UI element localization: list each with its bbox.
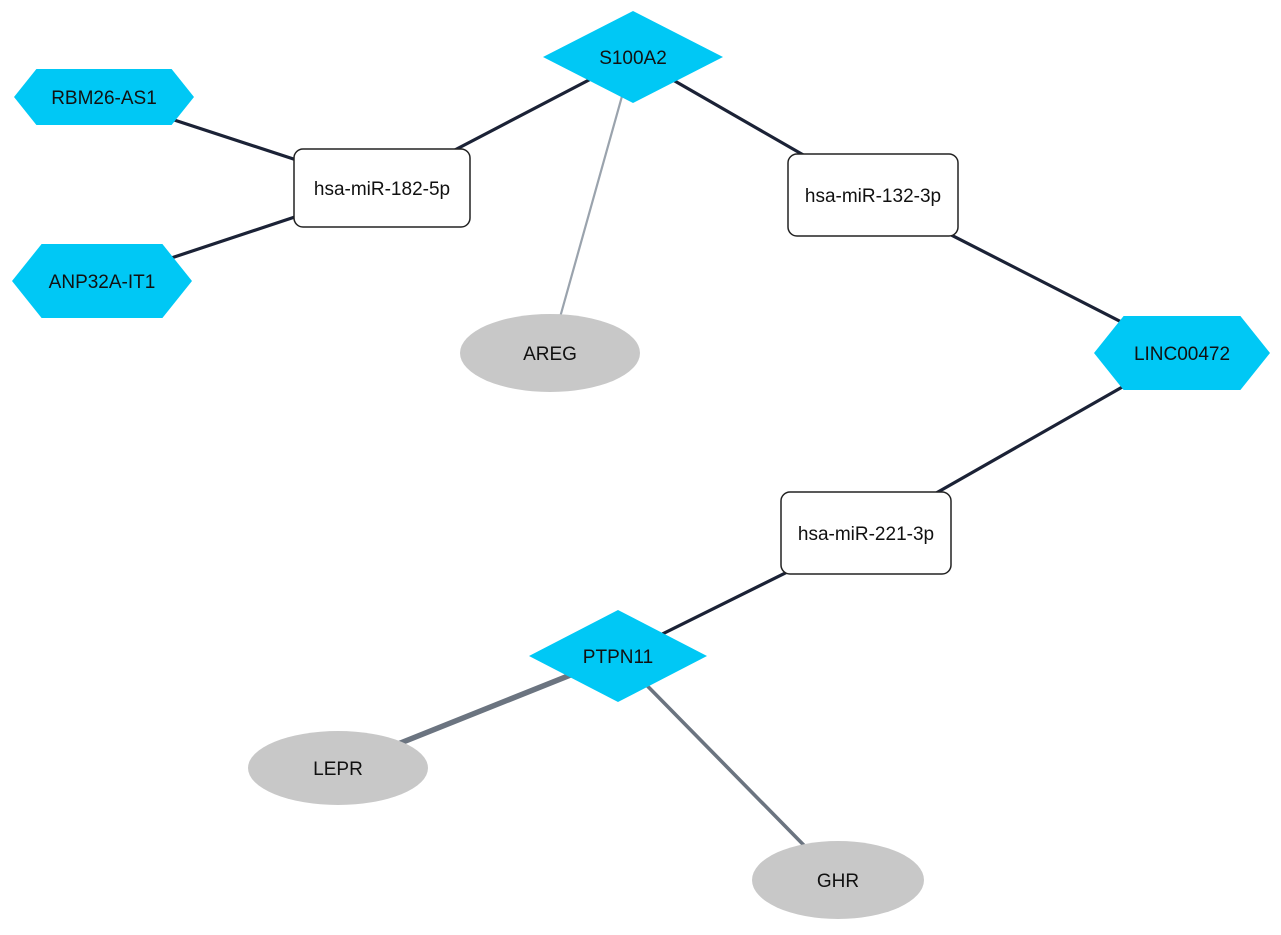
node-label: GHR — [817, 871, 859, 892]
node-ghr[interactable]: GHR — [752, 841, 924, 919]
node-mir132[interactable]: hsa-miR-132-3p — [787, 153, 959, 237]
node-mir221[interactable]: hsa-miR-221-3p — [780, 491, 952, 575]
node-label: hsa-miR-132-3p — [805, 186, 941, 207]
diamond-node-shape — [529, 610, 707, 702]
gene-node-shape — [752, 841, 924, 919]
edge-s100a2-areg — [548, 55, 635, 355]
mirna-node-shape — [787, 153, 959, 237]
node-mir182[interactable]: hsa-miR-182-5p — [293, 148, 471, 228]
node-anp32a[interactable]: ANP32A-IT1 — [12, 244, 192, 318]
node-label: RBM26-AS1 — [51, 88, 157, 109]
hexagon-node-shape — [14, 69, 194, 125]
node-ptpn11[interactable]: PTPN11 — [529, 610, 707, 702]
mirna-node-shape — [780, 491, 952, 575]
node-label: PTPN11 — [583, 647, 653, 668]
hexagon-node-shape — [12, 244, 192, 318]
edge-ptpn11-ghr — [616, 654, 840, 882]
node-label: hsa-miR-182-5p — [314, 179, 450, 200]
node-lepr[interactable]: LEPR — [248, 731, 428, 805]
node-label: hsa-miR-221-3p — [798, 524, 934, 545]
gene-node-shape — [248, 731, 428, 805]
mirna-node-shape — [293, 148, 471, 228]
node-areg[interactable]: AREG — [460, 314, 640, 392]
node-linc00472[interactable]: LINC00472 — [1094, 316, 1270, 390]
node-rbm26[interactable]: RBM26-AS1 — [14, 69, 194, 125]
hexagon-node-shape — [1094, 316, 1270, 390]
diamond-node-shape — [543, 11, 723, 103]
node-label: LINC00472 — [1134, 344, 1230, 365]
node-label: LEPR — [313, 759, 363, 780]
node-label: ANP32A-IT1 — [49, 272, 156, 293]
node-label: AREG — [523, 344, 577, 365]
gene-node-shape — [460, 314, 640, 392]
node-s100a2[interactable]: S100A2 — [543, 11, 723, 103]
node-label: S100A2 — [599, 48, 667, 69]
